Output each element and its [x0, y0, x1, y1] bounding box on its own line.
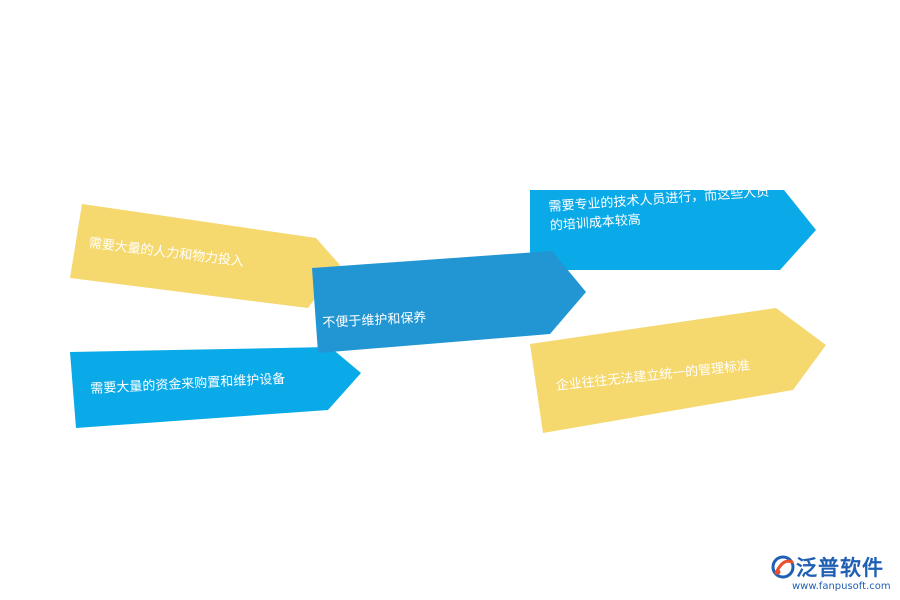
right-top-arrow	[530, 190, 816, 270]
brand-url: www.fanpusoft.com	[792, 581, 891, 592]
left-top-arrow	[70, 204, 340, 308]
brand-name: 泛普软件	[796, 556, 884, 580]
fanpu-logo-icon	[771, 555, 795, 579]
brand-logo: 泛普软件 www.fanpusoft.com	[770, 552, 895, 598]
right-bottom-arrow	[530, 308, 826, 433]
left-bottom-arrow	[70, 347, 361, 428]
center-arrow	[312, 251, 586, 353]
